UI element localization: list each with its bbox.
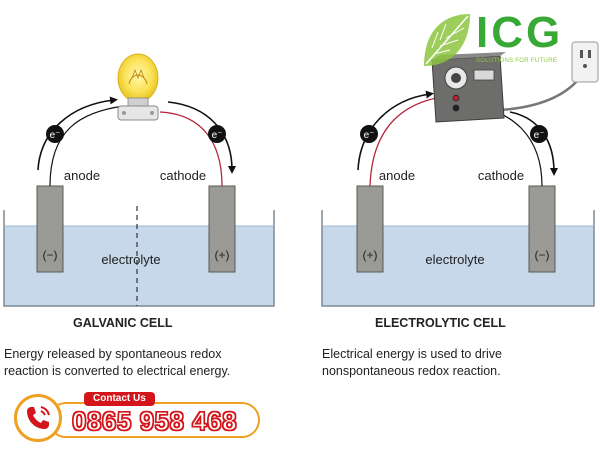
galvanic-cathode-sign: (+) [215,248,230,262]
galvanic-electron-badge-right [208,125,226,143]
galvanic-electrolyte-label: electrolyte [101,252,160,267]
galvanic-cathode-label: cathode [160,168,206,183]
electrolytic-cathode-label: cathode [478,168,524,183]
galvanic-cell: e⁻ e⁻ anode cathode (−) (+) electrolyte [3,53,275,307]
electrolytic-anode-sign: (+) [363,248,378,262]
galvanic-description-line1: Energy released by spontaneous redox [4,347,222,361]
electrolytic-anode-label: anode [379,168,415,183]
phone-icon [27,406,50,429]
power-cord [499,79,579,112]
electrolytic-title: ELECTROLYTIC CELL [375,316,506,330]
electrolytic-left-arrow [357,90,434,171]
phone-badge [14,394,62,442]
galvanic-electron-badge-left [46,125,64,143]
electrolytic-cathode-electrode [528,185,556,273]
power-supply-icon [431,52,506,123]
electrolytic-description: Electrical energy is used to drive nonsp… [322,346,592,380]
electrolytic-anode-wire [369,95,449,187]
galvanic-cathode-wire [159,111,223,187]
galvanic-anode-sign: (−) [43,248,58,262]
galvanic-anode-wire [49,105,125,187]
contact-phone-number[interactable]: 0865 958 468 [71,405,238,436]
light-bulb-icon [117,53,159,121]
galvanic-anode-electrode [36,185,64,273]
electrolytic-description-line2: nonspontaneous redox reaction. [322,364,501,378]
galvanic-anode-label: anode [64,168,100,183]
galvanic-title: GALVANIC CELL [73,316,173,330]
electrolytic-electron-badge-right [530,125,548,143]
galvanic-description: Energy released by spontaneous redox rea… [4,346,294,380]
power-outlet-icon [571,41,599,83]
electrolytic-electron-right: e⁻ [534,130,545,141]
galvanic-right-arrow [167,101,236,174]
contact-us-tag: Contact Us [84,392,155,406]
electrolytic-cathode-sign: (−) [535,248,550,262]
electrolytic-electrolyte-label: electrolyte [425,252,484,267]
electrolytic-cell: e⁻ e⁻ anode cathode (+) (−) electrolyte [321,41,599,307]
galvanic-container [3,210,275,307]
contact-badge[interactable]: Contact Us 0865 958 468 [14,392,264,442]
galvanic-left-arrow [37,96,118,171]
electrolytic-electron-badge-left [360,125,378,143]
electrolytic-description-line1: Electrical energy is used to drive [322,347,502,361]
electrolytic-electron-left: e⁻ [364,130,375,141]
electrolytic-anode-electrode [356,185,384,273]
electrolytic-container [321,210,595,307]
icg-logo: ICG SOLUTIONS FOR FUTURE [420,8,600,74]
leaf-icon [424,14,470,66]
galvanic-electron-left: e⁻ [50,130,61,141]
logo-text: ICG [476,8,564,57]
logo-tagline: SOLUTIONS FOR FUTURE [476,58,558,64]
galvanic-description-line2: reaction is converted to electrical ener… [4,364,231,378]
galvanic-electron-right: e⁻ [212,130,223,141]
